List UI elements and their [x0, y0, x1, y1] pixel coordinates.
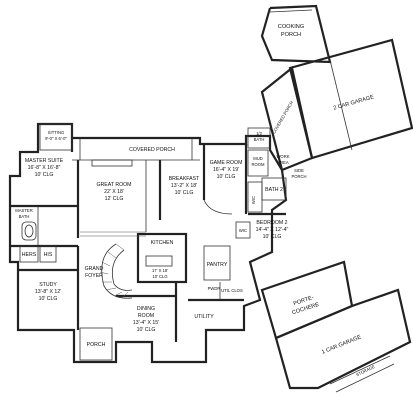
- side-porch-label-2: PORCH: [291, 174, 306, 179]
- master-bath-label-2: BATH: [19, 214, 30, 219]
- study-dims: 13'-8" X 12': [35, 289, 61, 295]
- kitchen-label: KITCHEN: [151, 240, 174, 246]
- utility-label: UTILITY: [194, 314, 214, 320]
- mud-room-label: MUD: [253, 156, 263, 161]
- hers-label: HERS: [22, 252, 37, 258]
- game-room-label: GAME ROOM: [210, 160, 243, 166]
- covered-porch-main-label: COVERED PORCH: [129, 147, 175, 153]
- dining-room-clg: 10' CLG: [137, 327, 156, 333]
- kitchen-dims: 17' X 18': [152, 268, 168, 273]
- work-area-label: WORK: [276, 154, 289, 159]
- covered-porch-top-label: COVERED PORCH: [271, 100, 294, 135]
- sitting-label: SITTING: [48, 130, 65, 135]
- bath-2-label: BATH 2: [265, 187, 283, 193]
- cooking-porch-outline: [260, 4, 332, 64]
- study-clg: 10' CLG: [39, 296, 58, 302]
- bedroom-2-clg: 10' CLG: [263, 234, 282, 240]
- breakfast-dims: 13'-2" X 18': [171, 183, 197, 189]
- breakfast-label: BREAKFAST: [169, 176, 200, 182]
- master-suite-clg: 10' CLG: [35, 172, 54, 178]
- great-room-dims: 22' X 18': [104, 189, 124, 195]
- pantry-label: PANTRY: [207, 262, 228, 268]
- wic-2-label: WIC: [239, 228, 247, 233]
- porch-label: PORCH: [87, 342, 106, 348]
- curved-staircase: [99, 243, 133, 299]
- master-bath-tub: [21, 221, 37, 241]
- master-suite-label: MASTER SUITE: [25, 158, 64, 164]
- kitchen-clg: 10' CLG: [152, 274, 167, 279]
- grand-foyer-label-2: FOYER: [85, 273, 103, 279]
- mud-room-label-2: ROOM: [251, 162, 265, 167]
- great-room-fireplace: [80, 159, 146, 237]
- room-labels: COOKING PORCH 2 CAR GARAGE COVERED PORCH…: [15, 24, 376, 377]
- powder-note: PWDR: [208, 286, 221, 291]
- game-room-clg: 10' CLG: [217, 174, 236, 180]
- half-bath-label: 1/2: [256, 131, 262, 136]
- game-room-dims: 16'-4" X 19': [213, 167, 239, 173]
- storage-label: STORAGE: [355, 364, 376, 378]
- grand-foyer-label: GRAND: [85, 266, 104, 272]
- half-bath-label-2: BATH: [254, 137, 265, 142]
- great-room-label: GREAT ROOM: [97, 182, 132, 188]
- covered-porch-top-outline: [260, 66, 314, 172]
- cooking-porch-label: COOKING: [278, 24, 304, 30]
- side-porch-label: SIDE: [294, 168, 304, 173]
- one-car-garage-label: 1 CAR GARAGE: [321, 334, 362, 355]
- sitting-dims: 9'-0" X 6'-0": [45, 136, 67, 141]
- work-area-label-2: AREA: [277, 160, 289, 165]
- bedroom-2-label: BEDROOM 2: [256, 220, 287, 226]
- cooking-porch-label-2: PORCH: [281, 32, 301, 38]
- dining-room-label-2: ROOM: [138, 313, 154, 319]
- great-room-clg: 12' CLG: [105, 196, 124, 202]
- study-label: STUDY: [39, 282, 57, 288]
- dining-room-label: DINING: [137, 306, 155, 312]
- bedroom-2-dims: 14'-4" X 12'-4": [256, 227, 289, 233]
- wic-1-label: WIC: [251, 196, 256, 204]
- one-car-garage-outline: [274, 288, 412, 393]
- breakfast-clg: 10' CLG: [175, 190, 194, 196]
- master-suite-dims: 16'-8" X 16'-8": [28, 165, 61, 171]
- interior-partitions: [10, 127, 287, 361]
- dining-room-dims: 13'-4" X 15': [133, 320, 159, 326]
- his-label: HIS: [44, 252, 53, 258]
- master-bath-label: MASTER: [15, 208, 32, 213]
- util-clos-note: UTIL CLOS: [221, 288, 243, 293]
